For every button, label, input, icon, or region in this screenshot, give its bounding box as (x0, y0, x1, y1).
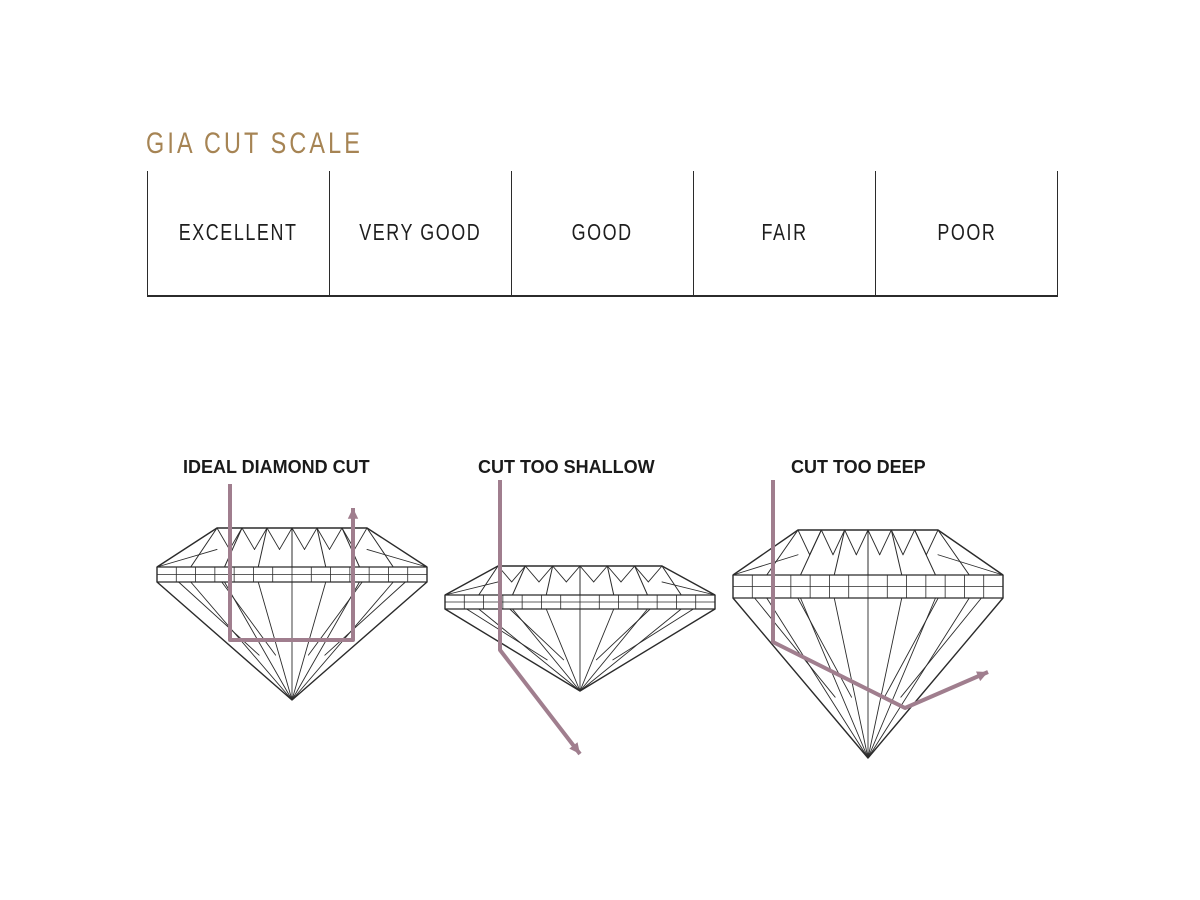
light-path-deep (771, 480, 989, 710)
crown-facet (190, 527, 218, 568)
star-facet (593, 565, 608, 583)
star-facet (890, 529, 904, 556)
diamond-deep-illustration (732, 529, 1004, 759)
crown-facet (661, 565, 682, 596)
pavilion-facet (833, 597, 869, 759)
lower-half-facet (324, 581, 406, 656)
star-facet (832, 529, 846, 556)
lower-half-facet (883, 597, 939, 698)
crown-facet (833, 529, 846, 576)
light-path-ideal (228, 484, 355, 642)
crown-facet (316, 527, 327, 568)
star-facet (620, 565, 636, 583)
crown-facet (478, 565, 499, 596)
light-path-shallow (498, 480, 582, 756)
pavilion-facet (867, 597, 903, 759)
arrowhead (569, 742, 580, 754)
crown-facet (732, 554, 799, 576)
pavilion-facet (545, 608, 581, 692)
crown-facet (224, 527, 243, 568)
star-facet (216, 527, 230, 550)
star-facet (606, 565, 622, 583)
star-facet (552, 565, 567, 583)
star-facet (820, 529, 834, 556)
star-facet (914, 529, 927, 556)
arrowhead (347, 508, 359, 519)
crown-facet (366, 527, 394, 568)
cut-grade-scale: EXCELLENT VERY GOOD GOOD FAIR POOR (147, 171, 1058, 297)
crown-facet (156, 549, 218, 568)
lower-half-facet (178, 581, 260, 656)
star-facet (809, 529, 822, 556)
star-facet (254, 527, 268, 550)
lower-half-facet (612, 608, 694, 661)
crown-facet (257, 527, 268, 568)
crown-facet (366, 549, 428, 568)
crown-facet (512, 565, 526, 596)
crown-facet (341, 527, 360, 568)
grade-label: FAIR (761, 218, 808, 245)
diamond-shallow-illustration (444, 565, 716, 692)
star-facet (879, 529, 892, 556)
crown-facet (937, 529, 970, 576)
star-facet (524, 565, 540, 583)
crown-facet (937, 554, 1004, 576)
pavilion-facet (579, 608, 615, 692)
scale-title: GIA CUT SCALE (146, 127, 363, 160)
label-deep-cut: CUT TOO DEEP (791, 457, 926, 477)
diamond-ideal-illustration (156, 527, 428, 701)
lower-half-facet (754, 597, 836, 698)
crown-facet (890, 529, 903, 576)
pavilion-facet (579, 608, 682, 692)
grade-label: EXCELLENT (179, 218, 298, 245)
lower-half-facet (466, 608, 548, 661)
star-facet (925, 529, 939, 556)
star-facet (565, 565, 581, 583)
star-facet (266, 527, 280, 550)
star-facet (579, 565, 595, 583)
star-facet (844, 529, 857, 556)
star-facet (797, 529, 811, 556)
lower-half-facet (900, 597, 982, 698)
star-facet (291, 527, 305, 550)
crown-facet (606, 565, 615, 596)
grade-cell-excellent: EXCELLENT (147, 171, 329, 295)
pavilion-facet (867, 597, 970, 759)
lower-half-facet (509, 608, 565, 661)
grade-label: VERY GOOD (359, 218, 482, 245)
star-facet (538, 565, 554, 583)
pavilion-facet (766, 597, 869, 759)
label-shallow-cut: CUT TOO SHALLOW (478, 457, 655, 477)
star-facet (855, 529, 869, 556)
star-facet (511, 565, 526, 583)
crown-facet (545, 565, 554, 596)
arrowhead (976, 671, 988, 682)
lower-half-facet (595, 608, 651, 661)
grade-label: GOOD (571, 218, 634, 245)
star-facet (241, 527, 255, 550)
crown-facet (661, 581, 716, 596)
star-facet (279, 527, 293, 550)
star-facet (867, 529, 881, 556)
grade-cell-very-good: VERY GOOD (329, 171, 511, 295)
star-facet (354, 527, 368, 550)
grade-cell-poor: POOR (875, 171, 1058, 295)
star-facet (316, 527, 330, 550)
pavilion-facet (478, 608, 581, 692)
lower-half-facet (797, 597, 853, 698)
star-facet (304, 527, 318, 550)
label-ideal-cut: IDEAL DIAMOND CUT (183, 457, 370, 477)
grade-cell-fair: FAIR (693, 171, 875, 295)
star-facet (902, 529, 916, 556)
star-facet (329, 527, 343, 550)
star-facet (634, 565, 649, 583)
star-facet (647, 565, 663, 583)
light-paths (228, 480, 989, 756)
grade-cell-good: GOOD (511, 171, 693, 295)
crown-facet (444, 581, 499, 596)
crown-facet (634, 565, 648, 596)
grade-label: POOR (936, 218, 997, 245)
